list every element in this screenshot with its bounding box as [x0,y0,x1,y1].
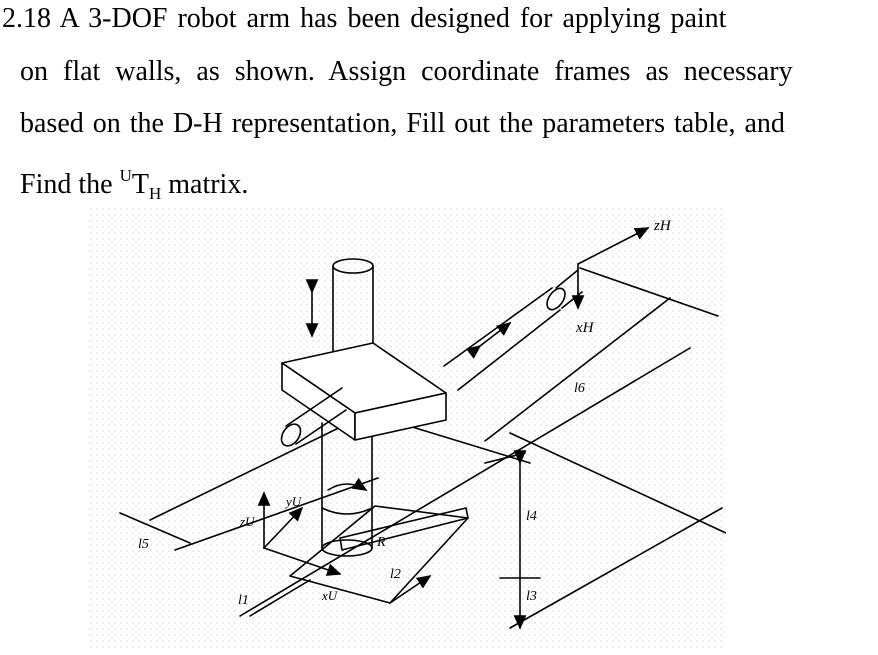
upper-cylinder-top [332,258,374,274]
rotation-arrow [327,477,368,491]
matrix-superscript: U [119,166,132,185]
yU-axis [263,506,304,549]
robot-arm-drawing: zH xH l6 l4 l3 l5 l1 l2 R yU zU xU [90,208,726,650]
floor-edge-diagonal [239,347,691,617]
zH-axis [577,227,650,265]
dim-l6 [484,297,671,442]
label-R: R [376,535,386,550]
problem-text-4b: matrix. [161,169,249,200]
wrist-upper [555,269,579,289]
problem-line-2: on flat walls, as shown. Assign coordina… [20,56,793,87]
box-right-face [354,392,447,441]
left-stub-upper [285,387,343,427]
problem-number: 2.18 [2,3,51,34]
label-l6: l6 [574,381,585,396]
label-yU: yU [284,494,303,509]
problem-line-1: 2.18 A 3-DOF robot arm has been designed… [2,3,726,35]
label-l4: l4 [526,509,537,524]
problem-text-1: A 3-DOF robot arm has been designed for … [59,3,727,34]
label-l2: l2 [390,567,401,582]
problem-line-4: Find the UTH matrix. [20,160,248,210]
problem-text-4a: Find the [20,169,120,200]
dim-l5 [119,512,191,544]
label-zU: zU [239,514,256,529]
column-bottom [321,539,373,557]
matrix-subscript: H [148,184,162,203]
floor-edge-far [509,432,726,534]
dim-l1 [249,579,311,617]
wall-line-2 [509,507,723,629]
label-l3: l3 [526,589,537,604]
label-l5: l5 [138,537,149,552]
label-xU: xU [321,588,339,603]
matrix-symbol: T [131,169,149,200]
robot-arm-figure: zH xH l6 l4 l3 l5 l1 l2 R yU zU xU [90,208,726,650]
label-l1: l1 [238,593,249,608]
wall-line-1 [579,267,719,317]
arm-extension-arrow [465,322,512,359]
xU-axis [263,547,342,576]
dim-l2 [389,575,432,604]
label-zH: zH [653,218,672,234]
left-stub-lower [295,409,347,445]
arm-end [546,287,566,311]
left-stub-end [280,423,302,447]
label-xH: xH [575,320,595,336]
rail-upper-left [149,419,356,521]
column-band [321,507,373,515]
rail-lower-left [174,477,379,551]
problem-line-3: based on the D-H representation, Fill ou… [20,108,785,139]
